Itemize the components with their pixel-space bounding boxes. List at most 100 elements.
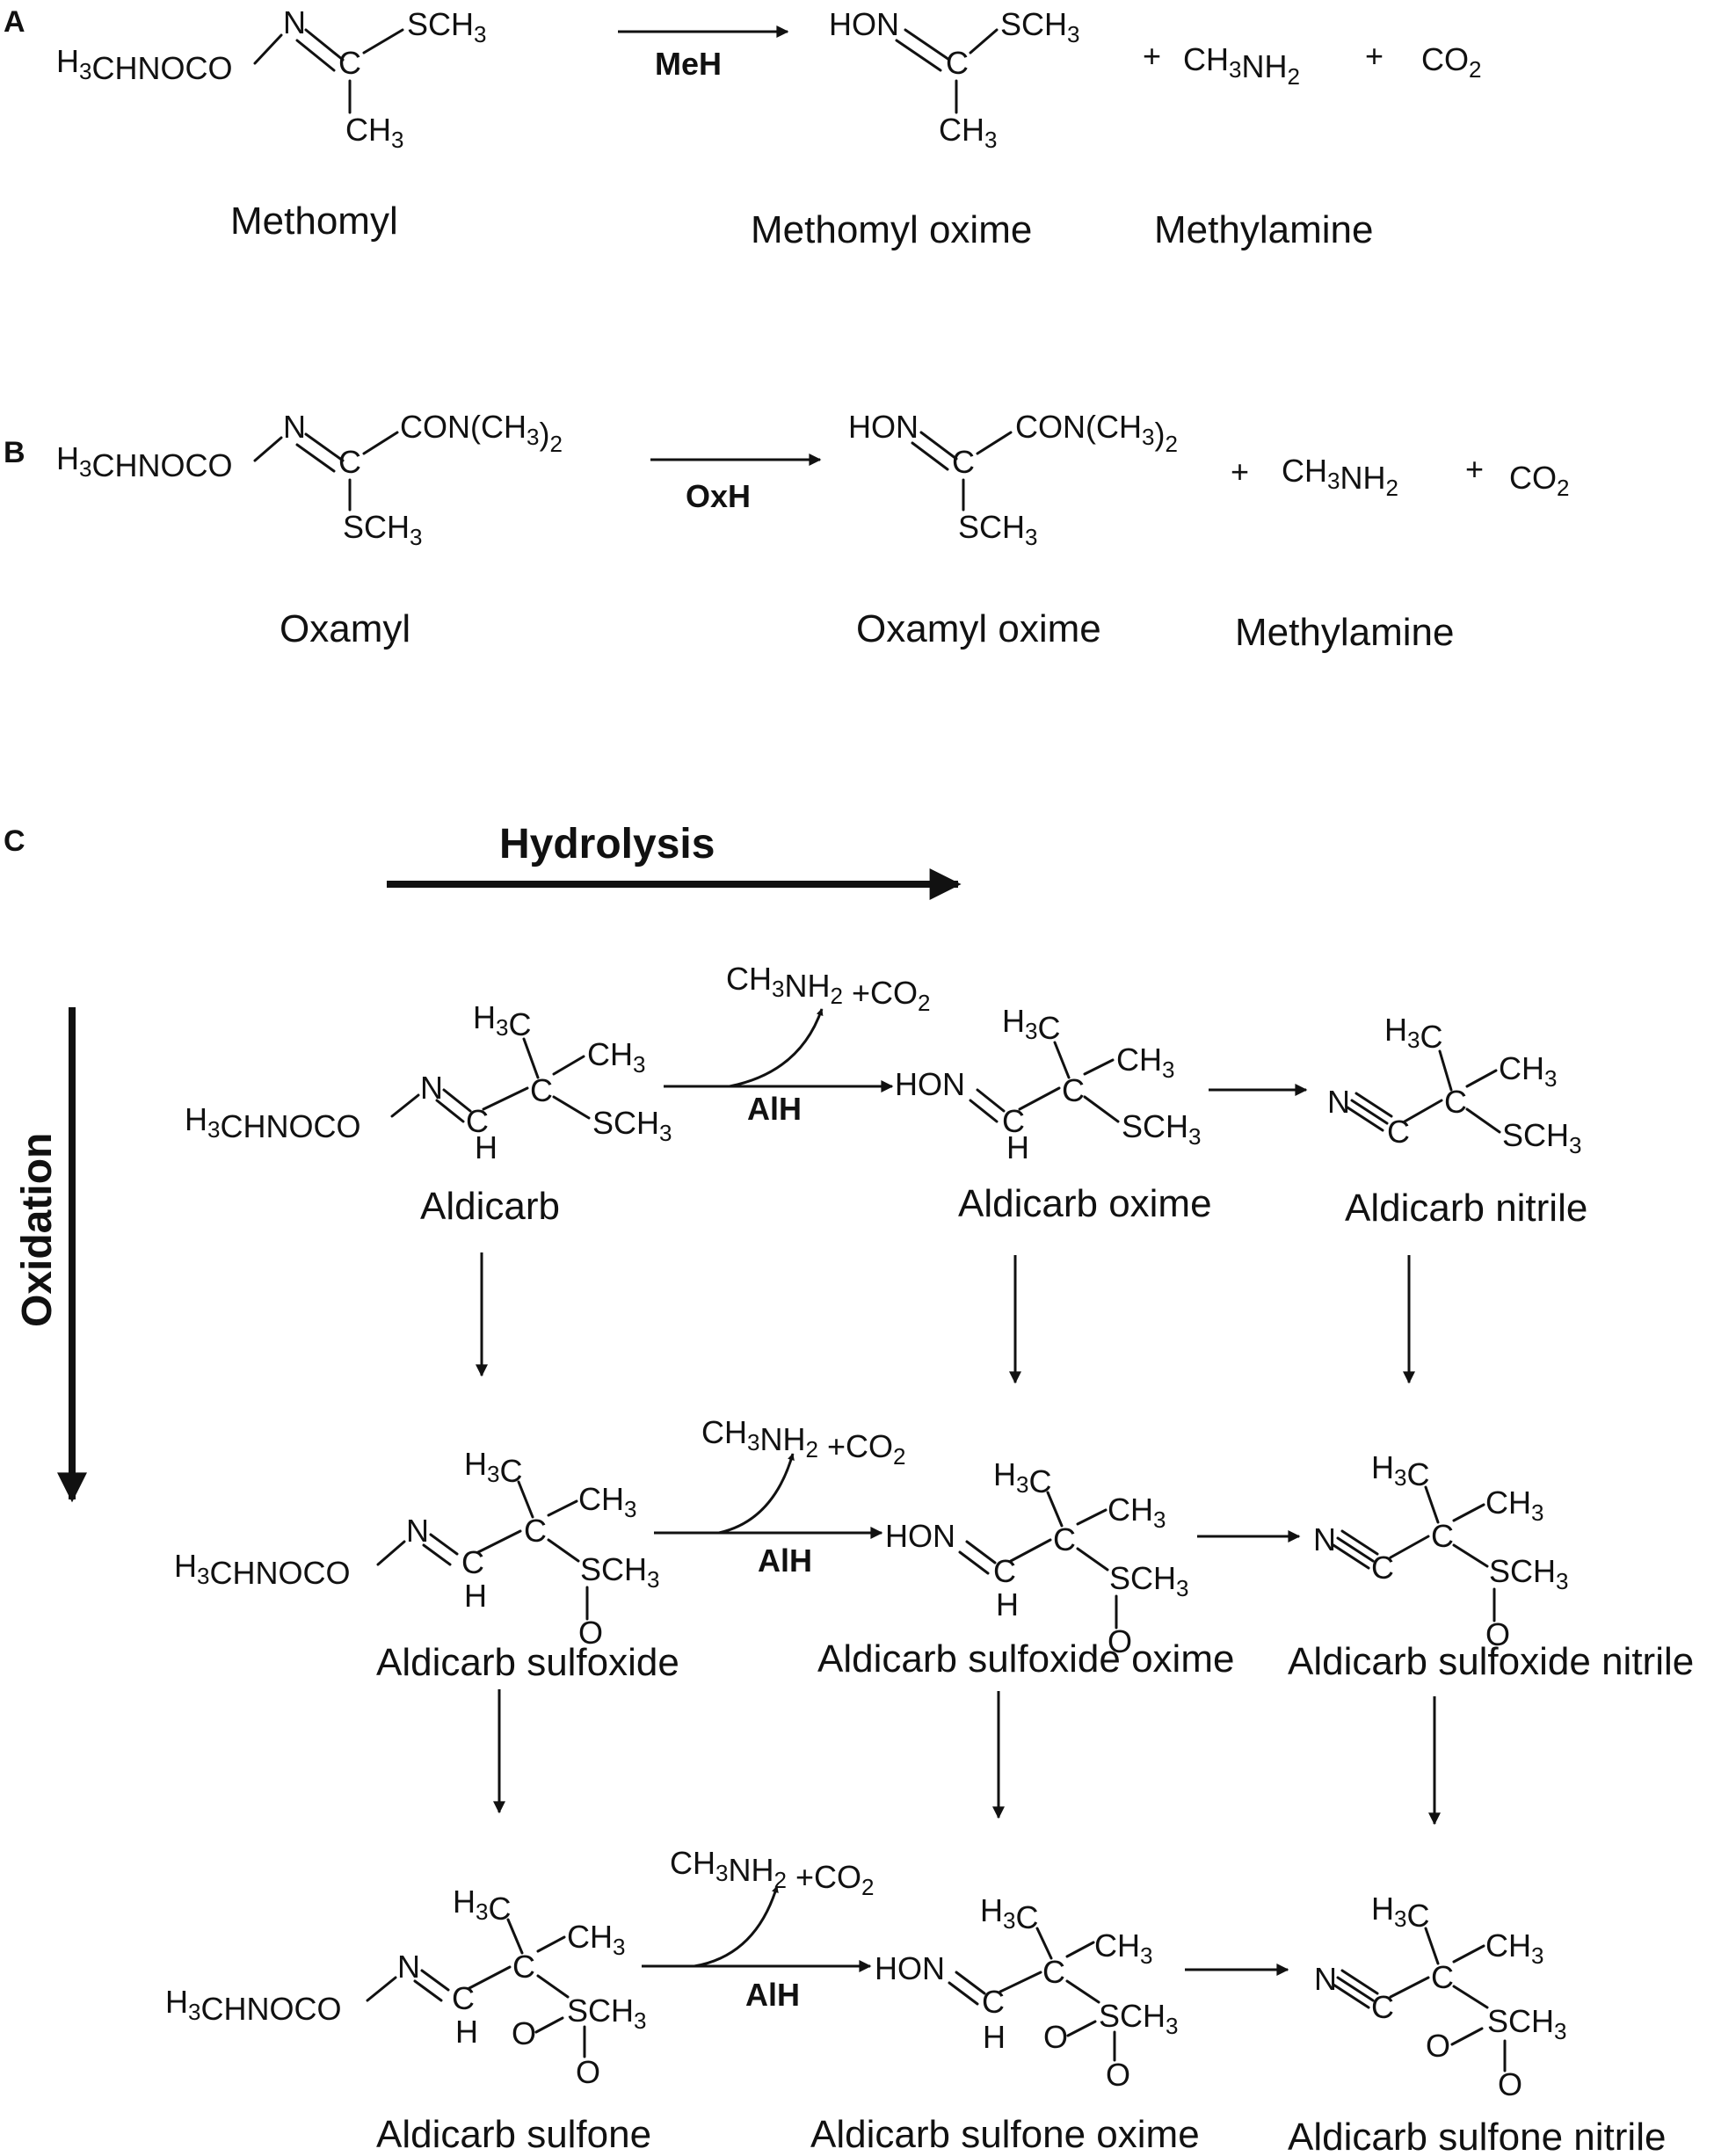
methylamine-label: Methylamine <box>1154 208 1373 251</box>
oxamyl-oxime-structure: HON C CON(CH3)2 SCH3 <box>848 409 1178 550</box>
byproducts-formula: CH3NH2 +CO2 <box>701 1414 905 1470</box>
atom-label: H <box>455 2014 478 2050</box>
atom-label: O <box>1426 2028 1450 2064</box>
aldicarb-sulfoxide-nitrile-label: Aldicarb sulfoxide nitrile <box>1288 1640 1694 1683</box>
aldicarb-sulfoxide-nitrile-structure: N C C H3C CH3 SCH3 O <box>1313 1449 1568 1652</box>
formula-text: H3C <box>464 1446 522 1489</box>
atom-label: N <box>283 409 306 445</box>
atom-label: O <box>1498 2066 1522 2102</box>
aldicarb-sulfone-nitrile-structure: N C C H3C CH3 SCH3 O O <box>1314 1891 1566 2102</box>
plus-sign: + <box>1143 38 1161 74</box>
aldicarb-sulfone-nitrile-label: Aldicarb sulfone nitrile <box>1288 2116 1666 2156</box>
formula-text: CH3 <box>1485 1485 1543 1526</box>
formula-text: SCH3 <box>1502 1117 1581 1158</box>
atom-label: C <box>452 1980 475 2016</box>
aldicarb-sulfoxide-oxime-label: Aldicarb sulfoxide oxime <box>817 1637 1234 1681</box>
panel-label-b: B <box>4 436 25 469</box>
atom-label: H <box>475 1129 497 1165</box>
oxamyl-oxime-label: Oxamyl oxime <box>856 607 1101 650</box>
formula-text: H3C <box>473 999 531 1042</box>
atom-label: C <box>993 1553 1016 1589</box>
methylamine-label: Methylamine <box>1235 611 1454 654</box>
formula-text: H3CHNOCO <box>165 1984 341 2027</box>
atom-label: O <box>512 2015 536 2051</box>
aldicarb-label: Aldicarb <box>420 1185 560 1228</box>
aldicarb-oxime-label: Aldicarb oxime <box>958 1182 1212 1225</box>
formula-text: SCH3 <box>1122 1108 1201 1150</box>
enzyme-meh-label: MeH <box>655 46 722 82</box>
formula-text: CH3 <box>567 1919 625 1960</box>
aldicarb-sulfone-label: Aldicarb sulfone <box>376 2113 651 2156</box>
plus-sign: + <box>1365 38 1384 74</box>
atom-label: O <box>1108 1623 1132 1659</box>
atom-label: N <box>283 4 306 40</box>
atom-label: C <box>530 1072 553 1108</box>
atom-label: C <box>1371 1550 1394 1586</box>
formula-text: H3C <box>1002 1003 1060 1046</box>
formula-text: SCH3 <box>958 509 1037 550</box>
atom-label: C <box>1444 1084 1467 1120</box>
formula-text: CON(CH3)2 <box>1015 409 1178 457</box>
formula-text: SCH3 <box>343 509 422 550</box>
enzyme-alh-label: AlH <box>747 1091 802 1127</box>
aldicarb-sulfoxide-oxime-structure: HON C H C H3C CH3 SCH3 O <box>885 1456 1188 1659</box>
formula-text: H3C <box>453 1884 511 1927</box>
formula-text: CH3 <box>1116 1042 1174 1083</box>
methylamine-formula: CH3NH2 <box>1282 453 1398 501</box>
atom-label: H <box>1006 1129 1029 1165</box>
methomyl-structure: H3CHNOCO N C SCH3 CH3 <box>56 4 486 153</box>
atom-label: HON <box>895 1066 965 1102</box>
atom-label: HON <box>829 6 899 42</box>
atom-label: HON <box>848 409 919 445</box>
formula-text: H3CHNOCO <box>185 1101 360 1144</box>
atom-label: H <box>996 1586 1019 1622</box>
formula-text: SCH3 <box>1099 1998 1178 2039</box>
formula-text: H3C <box>1371 1449 1429 1492</box>
atom-label: C <box>338 45 361 81</box>
panel-label-c: C <box>4 824 25 858</box>
formula-text: H3CHNOCO <box>56 43 232 86</box>
formula-text: H3C <box>980 1892 1038 1935</box>
atom-label: N <box>1313 1521 1336 1557</box>
formula-text: SCH3 <box>1487 2003 1566 2044</box>
aldicarb-oxime-structure: HON C H C H3C CH3 SCH3 <box>895 1003 1201 1165</box>
atom-label: O <box>576 2054 600 2090</box>
atom-label: N <box>420 1070 443 1106</box>
panel-label-a: A <box>4 5 25 39</box>
plus-sign: + <box>1465 451 1484 487</box>
atom-label: C <box>1371 1989 1394 2025</box>
co2-formula: CO2 <box>1421 41 1481 83</box>
formula-text: CH3 <box>1108 1492 1166 1533</box>
formula-text: CH3 <box>1094 1927 1152 1969</box>
formula-text: SCH3 <box>407 6 486 47</box>
atom-label: N <box>406 1513 429 1549</box>
formula-text: SCH3 <box>1489 1553 1568 1594</box>
aldicarb-sulfone-oxime-label: Aldicarb sulfone oxime <box>810 2113 1200 2156</box>
atom-label: H <box>983 2019 1006 2055</box>
formula-text: H3C <box>1384 1012 1442 1055</box>
hydrolysis-label: Hydrolysis <box>499 821 715 867</box>
aldicarb-sulfone-oxime-structure: HON C H C H3C CH3 SCH3 O O <box>875 1892 1178 2093</box>
methomyl-oxime-label: Methomyl oxime <box>751 208 1032 251</box>
aldicarb-sulfoxide-label: Aldicarb sulfoxide <box>376 1641 679 1684</box>
formula-text: CH3 <box>939 112 997 153</box>
formula-text: H3CHNOCO <box>174 1548 350 1591</box>
atom-label: C <box>338 444 361 480</box>
atom-label: HON <box>885 1518 955 1554</box>
atom-label: O <box>1043 2019 1068 2055</box>
plus-sign: + <box>1231 454 1249 490</box>
atom-label: C <box>946 45 969 81</box>
co2-formula: CO2 <box>1509 460 1569 501</box>
aldicarb-nitrile-label: Aldicarb nitrile <box>1345 1187 1587 1230</box>
atom-label: C <box>1431 1959 1454 1995</box>
atom-label: C <box>1053 1521 1076 1557</box>
atom-label: N <box>397 1949 420 1985</box>
methomyl-label: Methomyl <box>230 200 398 243</box>
formula-text: SCH3 <box>1109 1560 1188 1601</box>
byproducts-formula: CH3NH2 +CO2 <box>670 1845 874 1900</box>
formula-text: SCH3 <box>567 1993 646 2034</box>
methylamine-formula: CH3NH2 <box>1183 41 1300 90</box>
formula-text: SCH3 <box>592 1105 672 1146</box>
atom-label: C <box>1042 1954 1065 1990</box>
